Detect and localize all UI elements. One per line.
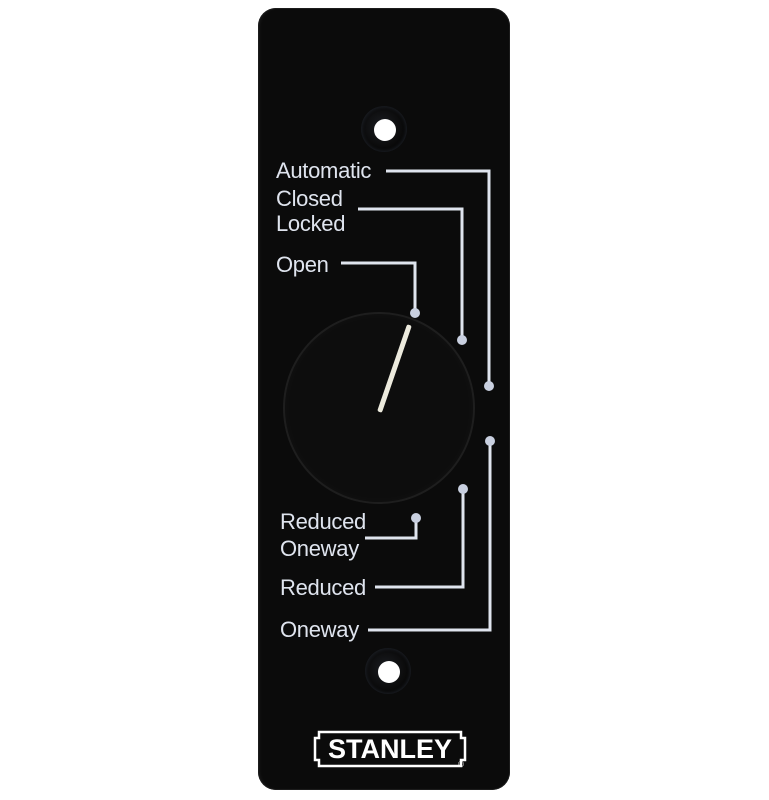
position-label-oneway: Oneway [280,617,359,642]
position-label-automatic: Automatic [276,158,372,183]
stanley-logo: STANLEY [313,730,467,768]
position-label-open: Open [276,252,329,277]
position-label-reduced-oneway-line2: Oneway [280,536,359,561]
position-label-closed: Closed [276,186,343,211]
position-label-locked: Locked [276,211,346,236]
position-label-reduced: Reduced [280,575,366,600]
position-label-reduced-oneway-line1: Reduced [280,509,366,534]
registered-mark: ® [458,760,464,769]
stanley-logo-frame [313,730,467,768]
brand-name: STANLEY [327,734,452,764]
bottom-screw-icon [365,648,411,694]
top-screw-icon [361,106,407,152]
